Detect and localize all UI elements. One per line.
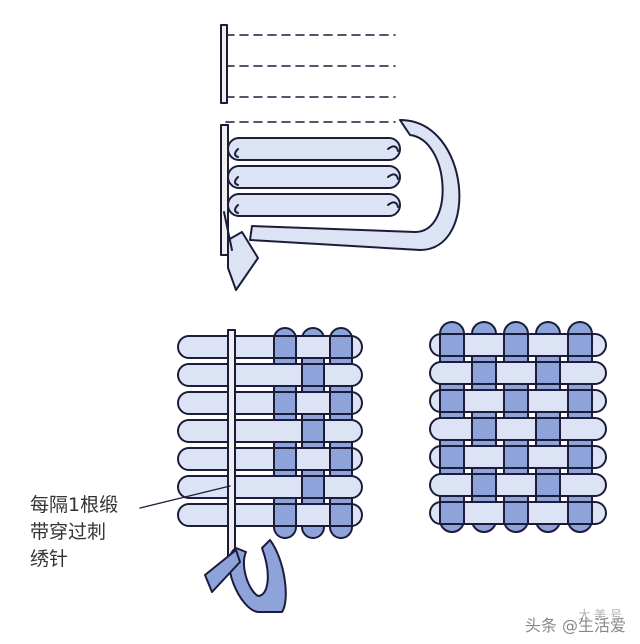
step4-crossing bbox=[503, 501, 529, 525]
step4-crossing bbox=[567, 333, 593, 357]
step4-row-4 bbox=[429, 417, 607, 441]
callout-text: 每隔1根缎 带穿过刺 绣针 bbox=[30, 492, 160, 573]
step4-crossing bbox=[439, 333, 465, 357]
callout-line-3: 绣针 bbox=[30, 548, 69, 570]
step4-crossing bbox=[567, 445, 593, 469]
step4-crossings bbox=[439, 333, 593, 525]
step2-ribbon-2 bbox=[227, 165, 401, 189]
seal-mark: 大 美 号 bbox=[578, 608, 622, 622]
step4-crossing bbox=[471, 417, 497, 441]
step4-crossing bbox=[471, 473, 497, 497]
step2-ribbon-end bbox=[227, 231, 259, 291]
step2-ribbon-3 bbox=[227, 193, 401, 217]
step3-crossings bbox=[273, 335, 353, 527]
step4-crossing bbox=[567, 501, 593, 525]
step3-row-1 bbox=[177, 335, 363, 359]
step3-row-6 bbox=[177, 475, 363, 499]
step3-row-4 bbox=[177, 419, 363, 443]
step3-horizontal-ribbons bbox=[177, 335, 363, 527]
step3-row-2 bbox=[177, 363, 363, 387]
callout-line-2: 带穿过刺 bbox=[30, 521, 107, 543]
step2-needle bbox=[220, 124, 229, 256]
step3-ribbon-tail bbox=[228, 539, 287, 613]
step2-ribbon-1 bbox=[227, 137, 401, 161]
step4-crossing bbox=[535, 417, 561, 441]
callout-line-1: 每隔1根缎 bbox=[30, 494, 119, 516]
step4-crossing bbox=[439, 445, 465, 469]
step1-guide-lines bbox=[225, 34, 396, 123]
step4-crossing bbox=[535, 473, 561, 497]
step4-crossing bbox=[439, 389, 465, 413]
step1-needle-top bbox=[220, 24, 228, 104]
step4-row-2 bbox=[429, 361, 607, 385]
watermark: 头条 @生活爱 bbox=[524, 616, 626, 635]
step4-row-6 bbox=[429, 473, 607, 497]
step4-horizontal-ribbons bbox=[429, 333, 607, 525]
step4-crossing bbox=[503, 389, 529, 413]
callout-pointer bbox=[139, 485, 231, 509]
step3-row-3 bbox=[177, 391, 363, 415]
step4-crossing bbox=[503, 445, 529, 469]
step2-ribbons bbox=[227, 137, 401, 217]
step4-crossing bbox=[535, 361, 561, 385]
step3-row-5 bbox=[177, 447, 363, 471]
step3-row-7 bbox=[177, 503, 363, 527]
step4-crossing bbox=[567, 389, 593, 413]
step4-crossing bbox=[471, 361, 497, 385]
step4-crossing bbox=[503, 333, 529, 357]
step3-ribbon-end bbox=[204, 549, 241, 593]
step4-crossing bbox=[439, 501, 465, 525]
step3-needle-front bbox=[227, 329, 236, 563]
step2-loop-ribbon bbox=[249, 119, 461, 251]
